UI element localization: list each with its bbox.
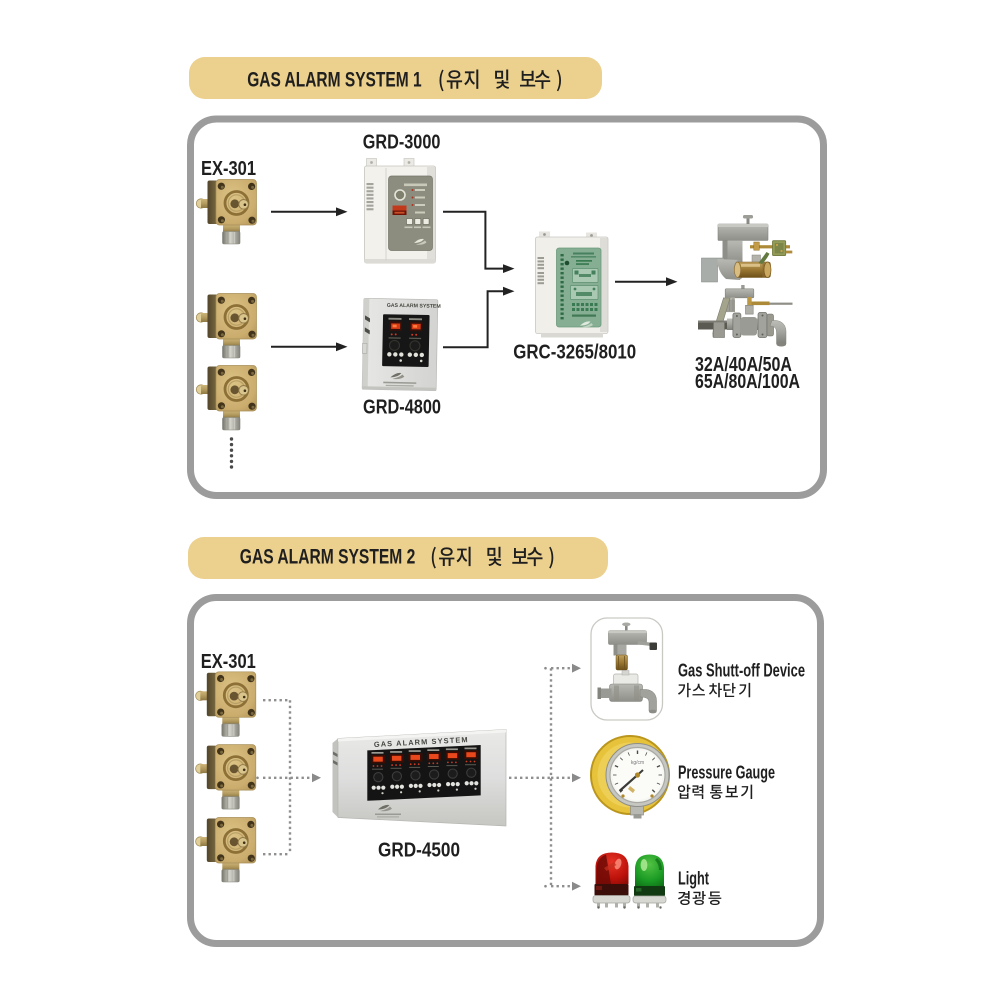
svg-text:32A/40A/50A: 32A/40A/50A [695, 353, 792, 376]
svg-text:65A/80A/100A: 65A/80A/100A [695, 370, 800, 393]
svg-text:EX-301: EX-301 [201, 157, 256, 180]
svg-text:GAS ALARM SYSTEM 1: GAS ALARM SYSTEM 1 [247, 69, 422, 92]
svg-text:Pressure Gauge: Pressure Gauge [678, 762, 775, 783]
svg-text:Gas Shutt-off Device: Gas Shutt-off Device [678, 660, 805, 681]
svg-text:GRC-3265/8010: GRC-3265/8010 [513, 341, 636, 364]
svg-text:Light: Light [678, 868, 709, 889]
svg-text:GRD-4800: GRD-4800 [363, 396, 441, 419]
svg-text:GRD-3000: GRD-3000 [363, 131, 441, 154]
svg-text:EX-301: EX-301 [201, 650, 256, 673]
svg-text:GAS ALARM SYSTEM 2: GAS ALARM SYSTEM 2 [240, 546, 415, 569]
svg-text:GRD-4500: GRD-4500 [378, 839, 460, 862]
svg-text:GAS ALARM SYSTEM: GAS ALARM SYSTEM [387, 303, 441, 310]
svg-text:kg/cm: kg/cm [631, 760, 644, 766]
